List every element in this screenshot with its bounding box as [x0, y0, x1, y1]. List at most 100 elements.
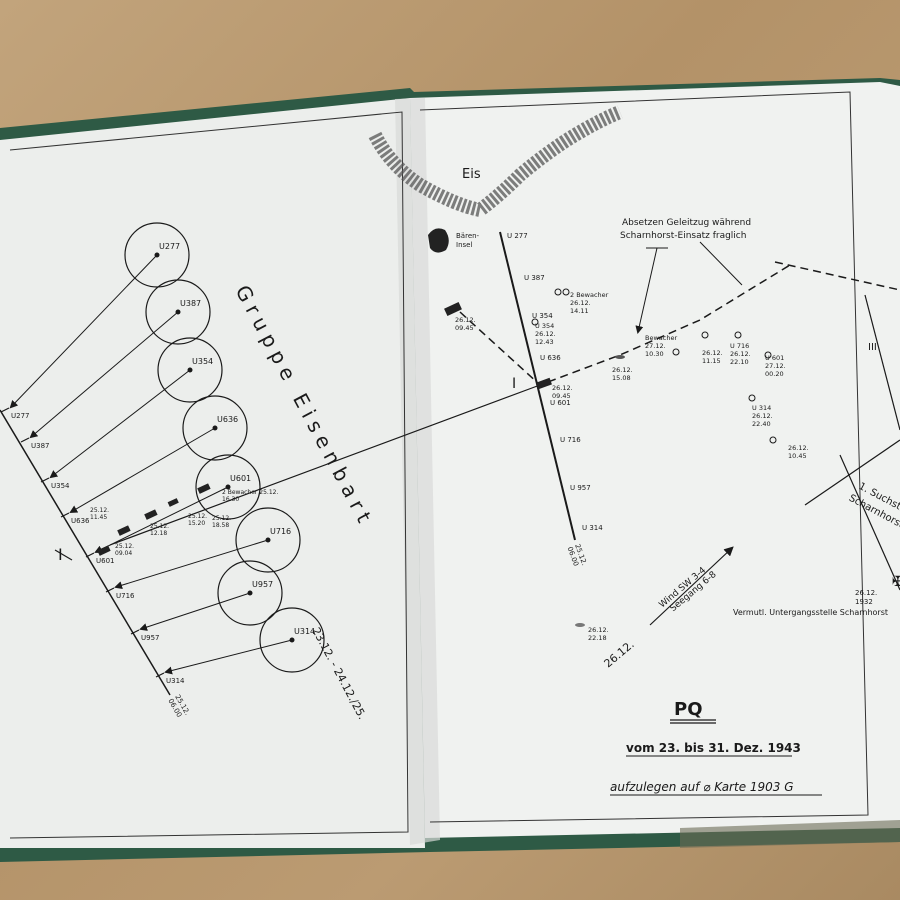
- right-boat-label: U 957: [570, 484, 591, 492]
- boat-circle: [259, 607, 325, 673]
- convoy-route-dashed-east: [774, 261, 900, 291]
- convoy-time-label: 25.12.11.45: [90, 507, 109, 521]
- boat-circle-label: U277: [159, 242, 180, 251]
- boat-circle: [217, 560, 283, 626]
- boat-circle: [157, 337, 223, 403]
- right-page-border: [419, 91, 869, 823]
- sinking-cross-icon: ✠: [892, 574, 900, 590]
- right-time-mark: 26.12.09.45: [552, 384, 573, 400]
- boat-track-arrow: [49, 369, 191, 479]
- boat-circle: [145, 279, 211, 345]
- convoy-position-mark: [536, 377, 552, 390]
- left-page-border: [9, 111, 409, 839]
- line-boat-label: U277: [11, 412, 29, 420]
- line-tick: [105, 587, 115, 593]
- line-boat-label: U601: [96, 557, 114, 565]
- map-title: PQ: [674, 699, 703, 720]
- convoy-position-mark: [444, 301, 462, 317]
- boat-circle: [195, 454, 261, 520]
- convoy-mark: [197, 483, 211, 494]
- roman-three: III: [868, 342, 877, 353]
- line-tick: [130, 629, 140, 635]
- right-patrol-line: [499, 231, 576, 541]
- line-boat-label: U387: [31, 442, 49, 450]
- line-tick: [155, 672, 165, 678]
- date-range: vom 23. bis 31. Dez. 1943: [626, 741, 801, 755]
- line-boat-label: U354: [51, 482, 70, 490]
- left-page: [0, 98, 425, 848]
- boat-circle: [235, 507, 301, 573]
- right-boat-label: U 636: [540, 354, 561, 362]
- convoy-time-label: 25.12.18.58: [212, 515, 231, 529]
- search-strip-edge: [804, 439, 900, 506]
- boat-track-arrow: [94, 486, 229, 553]
- right-boat-label: U 277: [507, 232, 528, 240]
- right-page: [410, 82, 900, 838]
- convoy-time-label: 25.12.15.20: [188, 513, 207, 527]
- submarine-symbols: [531, 288, 777, 627]
- boat-circle-label: U314: [294, 627, 315, 636]
- boat-circle-label: U716: [270, 527, 291, 536]
- convoy-mark: [167, 498, 179, 507]
- right-time-mark: 26.12.22.18: [588, 626, 609, 642]
- annotation-pointer: [635, 247, 658, 334]
- line-boat-label: U957: [141, 634, 159, 642]
- bear-island-label: Bären-Insel: [456, 232, 480, 249]
- right-boat-label: U 387: [524, 274, 545, 282]
- boat-circle-label: U957: [252, 580, 273, 589]
- boat-circle-label: U387: [180, 299, 201, 308]
- left-convoy-marks: [97, 483, 211, 556]
- boat-track-arrow: [69, 427, 216, 514]
- sinking-label: Vermutl. Untergangsstelle Scharnhorst: [733, 608, 888, 617]
- line-tick: [0, 407, 10, 413]
- boat-track-arrow: [139, 592, 251, 631]
- boat-track-arrow: [114, 539, 269, 590]
- boat-track-arrow: [164, 639, 293, 675]
- sinking-time: 26.12.1932: [855, 589, 877, 606]
- line-boat-label: U636: [71, 517, 90, 525]
- right-time-mark: 26.12.09.45: [455, 316, 476, 332]
- right-time-mark: 26.12.15.08: [612, 366, 633, 382]
- bear-island-shape: [428, 228, 449, 253]
- convoy-time-label: 25.12.09.04: [115, 543, 134, 557]
- right-boat-label: U 601: [550, 399, 571, 407]
- right-time-mark: 26.12.11.15: [702, 349, 723, 365]
- annotation-pointer: [699, 241, 743, 286]
- boat-circle-label: U354: [192, 357, 213, 366]
- convoy-mark: [117, 525, 131, 536]
- convoy-track-line: [109, 384, 541, 546]
- boat-circle-label: U636: [217, 415, 238, 424]
- left-patrol-line: [0, 409, 171, 696]
- boat-circle: [124, 222, 190, 288]
- line-tick: [85, 552, 95, 558]
- convoy-mark: [144, 509, 158, 520]
- right-boat-label: U 314: [582, 524, 603, 532]
- roman-one-left: I: [58, 545, 63, 564]
- roman-one-mark-left: [54, 549, 73, 561]
- boat-track-arrow: [9, 254, 158, 409]
- boat-track-arrow: [29, 311, 179, 439]
- boat-circle: [182, 395, 248, 461]
- chart-instruction: aufzulegen auf ⌀ Karte 1903 G: [610, 780, 794, 794]
- wind-arrow: [649, 546, 734, 626]
- search-strip-edge: [839, 454, 900, 591]
- search-strip-edge: [864, 294, 900, 431]
- right-boat-label: U 354: [532, 312, 553, 320]
- convoy-mark: [97, 545, 111, 556]
- line-boat-label: U716: [116, 592, 135, 600]
- line-tick: [40, 477, 50, 483]
- convoy-time-label: 25.12.12.18: [150, 523, 169, 537]
